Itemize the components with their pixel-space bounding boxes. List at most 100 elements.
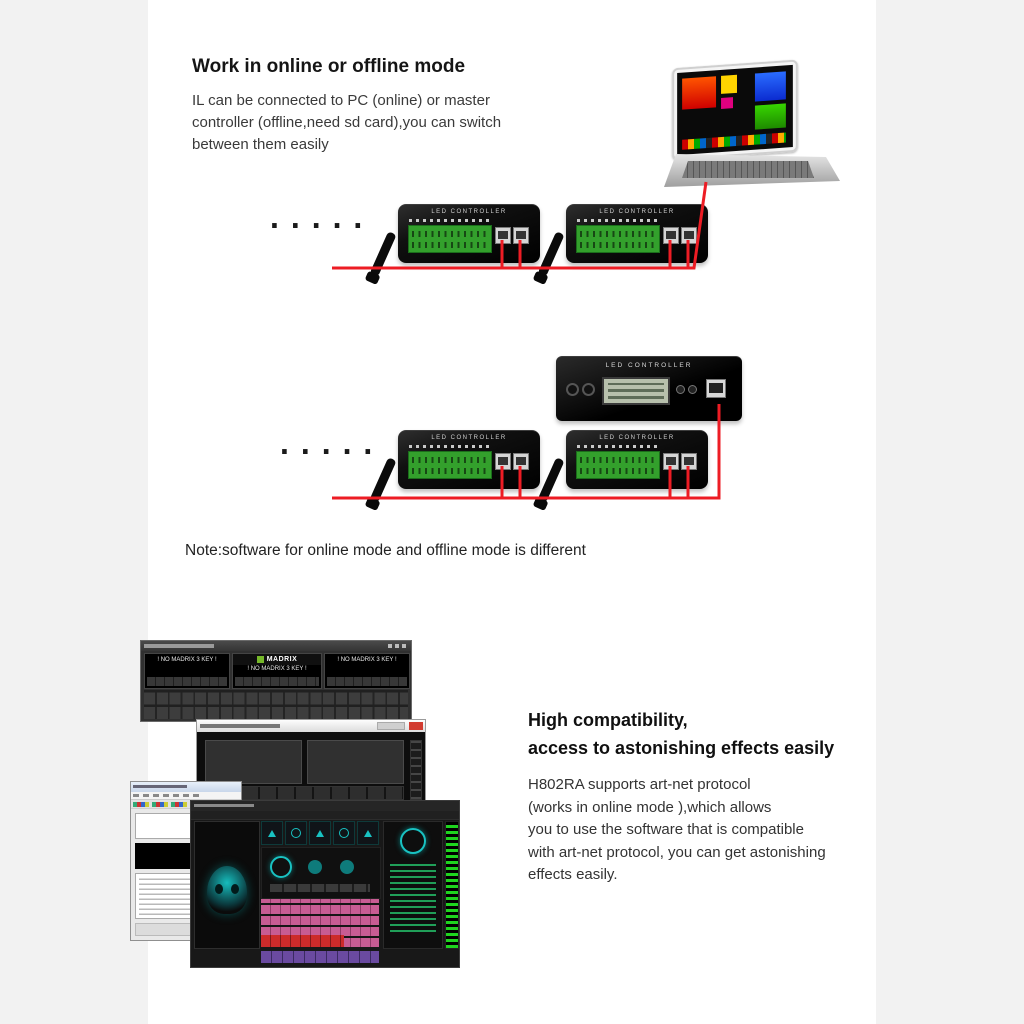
mixer-window [190, 800, 460, 968]
menu-button-1 [676, 385, 685, 394]
madrix-logo-icon [256, 656, 264, 663]
ellipsis-dots-online: ..... [266, 202, 371, 235]
madrix-effect-grid [144, 690, 408, 719]
madrix-deck-center: MADRIX ! NO MADRIX 3 KEY ! [232, 653, 322, 689]
power-cable [537, 231, 565, 277]
triangle-icon [364, 829, 372, 837]
laptop-keyboard [682, 161, 814, 178]
ethernet-port [706, 379, 726, 398]
compat-body-line-3: you to use the software that is compatib… [528, 821, 804, 838]
effect-tile [357, 821, 379, 845]
terminal-block [408, 219, 492, 253]
rj45-port-1 [495, 453, 511, 470]
mixer-footer-grid [261, 951, 379, 963]
madrix-deck-left: ! NO MADRIX 3 KEY ! [144, 653, 230, 689]
effect-tile [333, 821, 355, 845]
online-body-line-2: controller (offline,need sd card),you ca… [192, 114, 502, 131]
terminal-block [576, 219, 660, 253]
no-key-text: ! NO MADRIX 3 KEY ! [157, 657, 217, 663]
mixer-center-panel [261, 847, 381, 899]
display-block-blue [754, 71, 786, 102]
display-block-yellow [721, 74, 738, 94]
controller-label: LED CONTROLLER [431, 435, 507, 441]
laptop-display [677, 64, 793, 156]
effect-tile [285, 821, 307, 845]
power-cable [369, 457, 397, 503]
madrix-window: ! NO MADRIX 3 KEY ! MADRIX ! NO MADRIX 3… [140, 640, 412, 722]
display-block-red [681, 75, 717, 110]
compatibility-section: High compatibility, access to astonishin… [528, 706, 888, 887]
controller-label: LED CONTROLLER [599, 435, 675, 441]
compat-body-line-2: (works in online mode ),which allows [528, 798, 772, 816]
close-icon [377, 722, 423, 730]
note-text: Note:software for online mode and offlin… [185, 542, 586, 559]
display-block-magenta [721, 97, 733, 110]
utility-titlebar [131, 782, 241, 792]
master-label: LED CONTROLLER [605, 362, 693, 369]
mixer-titlebar [191, 801, 459, 811]
power-cable [537, 457, 565, 503]
mixer-green-list [390, 862, 436, 932]
vu-meter-strip [445, 821, 459, 949]
terminal-block [576, 445, 660, 479]
rj45-port-1 [663, 227, 679, 244]
compat-body-line-1: H802RA supports art-net protocol [528, 776, 751, 793]
online-body-line-3: between them easily [192, 136, 329, 153]
menu-button-2 [688, 385, 697, 394]
laptop-screen [672, 59, 798, 161]
compat-heading-line1: High compatibility, [528, 710, 688, 730]
rj45-port-2 [513, 453, 529, 470]
rj45-port-2 [681, 227, 697, 244]
led-controller-2: LED CONTROLLER [537, 204, 708, 277]
right-margin [876, 0, 1024, 1024]
display-block-green [754, 103, 786, 130]
circle-icon [291, 828, 301, 838]
skull-graphic [207, 866, 247, 914]
mixer-toolbar [191, 811, 459, 820]
compat-body-line-5: effects easily. [528, 866, 618, 883]
mixer-right-panel [383, 821, 443, 949]
utility-preview-box [135, 843, 193, 869]
left-margin [0, 0, 148, 1024]
no-key-text: ! NO MADRIX 3 KEY ! [337, 657, 397, 663]
matrix-slider-strip [410, 740, 422, 800]
no-key-text: ! NO MADRIX 3 KEY ! [247, 666, 307, 672]
online-mode-description: IL can be connected to PC (online) or ma… [192, 90, 501, 156]
triangle-icon [268, 829, 276, 837]
utility-menubar [131, 792, 241, 800]
matrix-panel-left [205, 740, 302, 784]
led-controller-4: LED CONTROLLER [537, 430, 708, 503]
led-controller-1: LED CONTROLLER [369, 204, 540, 277]
compat-heading-line2: access to astonishing effects easily [528, 738, 835, 758]
triangle-icon [316, 829, 324, 837]
power-cable [369, 231, 397, 277]
ring-icon [400, 828, 426, 854]
compat-body-line-4: with art-net protocol, you can get aston… [528, 843, 826, 861]
display-thumbnail-strip [681, 132, 786, 150]
audio-jack-1 [566, 383, 579, 396]
effect-tile [261, 821, 283, 845]
terminal-block [408, 445, 492, 479]
rj45-port-1 [663, 453, 679, 470]
rj45-port-2 [681, 453, 697, 470]
rj45-port-2 [513, 227, 529, 244]
led-controller-3: LED CONTROLLER [369, 430, 540, 503]
online-body-line-1: IL can be connected to PC (online) or ma… [192, 92, 490, 109]
utility-toolbar [131, 800, 241, 809]
matrix-panel-right [307, 740, 404, 784]
rj45-port-1 [495, 227, 511, 244]
mixer-sequencer-grid [261, 899, 379, 947]
controller-label: LED CONTROLLER [431, 209, 507, 215]
lcd-display [602, 377, 670, 405]
mixer-preview-panel [194, 821, 260, 949]
compat-description: H802RA supports art-net protocol (works … [528, 774, 888, 887]
madrix-logo: MADRIX [233, 654, 321, 665]
master-controller: LED CONTROLLER [556, 356, 742, 421]
madrix-titlebar [141, 641, 411, 651]
circle-icon [339, 828, 349, 838]
controller-label: LED CONTROLLER [599, 209, 675, 215]
mixer-effect-tiles [261, 821, 379, 845]
madrix-logo-text: MADRIX [266, 656, 298, 663]
audio-jack-2 [582, 383, 595, 396]
